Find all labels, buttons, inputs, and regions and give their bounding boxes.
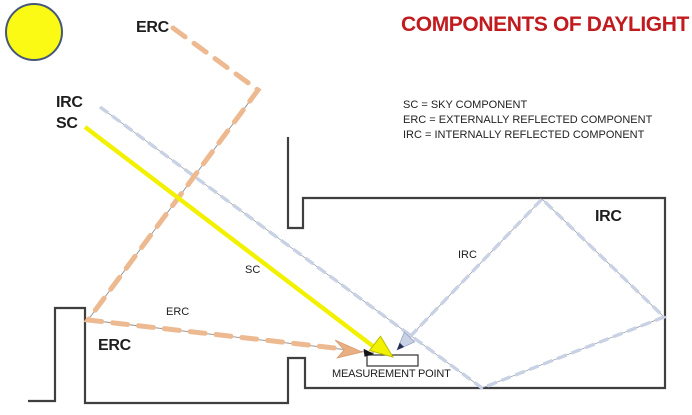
sc-label-left: SC bbox=[56, 115, 78, 132]
sun-icon bbox=[5, 3, 63, 61]
irc-arrowhead-tip bbox=[397, 342, 405, 350]
sc-label-on-ray: SC bbox=[245, 264, 261, 276]
erc-label-bottom: ERC bbox=[98, 337, 131, 354]
legend-line-erc: ERC = EXTERNALLY REFLECTED COMPONENT bbox=[403, 114, 653, 126]
legend: SC = SKY COMPONENT ERC = EXTERNALLY REFL… bbox=[403, 98, 652, 143]
erc-ray-dashed bbox=[83, 25, 355, 353]
sc-ray-line bbox=[83, 125, 376, 349]
erc-guide-arrowhead bbox=[363, 348, 374, 357]
irc-label-left: IRC bbox=[56, 94, 83, 111]
irc-label-room: IRC bbox=[595, 208, 622, 225]
erc-label-on-ray: ERC bbox=[166, 306, 190, 318]
erc-arrowhead bbox=[334, 339, 364, 359]
irc-ray-dashed bbox=[98, 105, 668, 390]
measurement-point-label: MEASUREMENT POINT bbox=[332, 368, 451, 380]
measurement-point-box bbox=[366, 354, 419, 367]
page-title: COMPONENTS OF DAYLIGHT bbox=[401, 13, 689, 36]
irc-label-on-ray: IRC bbox=[458, 249, 477, 261]
legend-line-sc: SC = SKY COMPONENT bbox=[403, 99, 528, 111]
building-outline bbox=[28, 137, 667, 405]
sc-arrowhead bbox=[368, 335, 395, 358]
legend-line-irc: IRC = INTERNALLY REFLECTED COMPONENT bbox=[403, 129, 645, 141]
erc-label-top: ERC bbox=[136, 19, 169, 36]
